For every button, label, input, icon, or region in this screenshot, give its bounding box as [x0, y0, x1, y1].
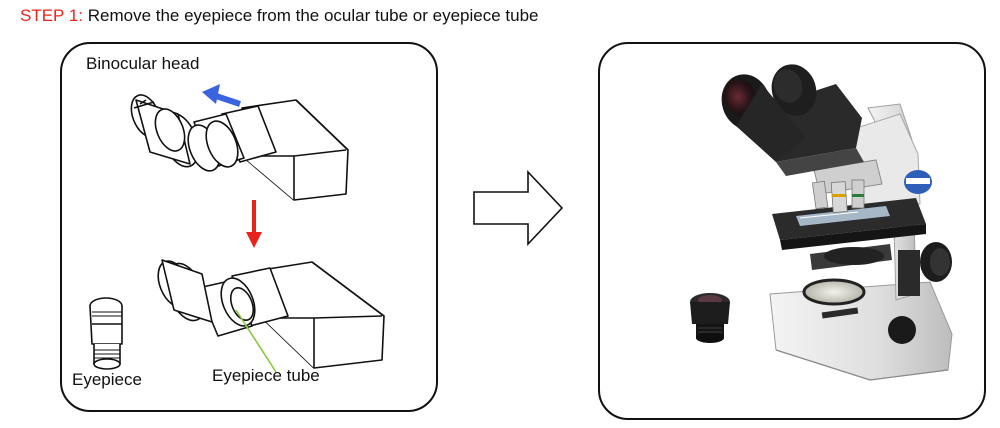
- eyepiece-label: Eyepiece: [72, 370, 142, 389]
- microscope-stage: [772, 198, 926, 270]
- lower-binocular-head: [157, 259, 385, 369]
- binocular-head-label: Binocular head: [86, 54, 200, 73]
- microscope-base: [769, 278, 953, 381]
- photo-removed-eyepiece: [690, 293, 730, 343]
- step-instruction: STEP 1: Remove the eyepiece from the ocu…: [20, 6, 539, 26]
- objectives: [811, 159, 883, 213]
- hollow-right-arrow-icon: [473, 169, 564, 247]
- remove-direction-arrow: [202, 84, 241, 107]
- microscope-photo: [690, 64, 953, 381]
- removed-eyepiece: [89, 297, 123, 370]
- eyepiece-tube-label: Eyepiece tube: [212, 366, 320, 385]
- microscope-head: [721, 64, 864, 176]
- binocular-head-diagram: [89, 84, 385, 373]
- down-arrow: [246, 200, 262, 248]
- step-text: Remove the eyepiece from the ocular tube…: [83, 6, 539, 25]
- eyepiece-tube-leader-line: [235, 309, 277, 373]
- photo-panel: [598, 42, 986, 420]
- diagram-panel: Binocular head Eyepiece Eyepiece tube: [60, 42, 438, 412]
- upper-binocular-head: [130, 94, 349, 201]
- step-number: STEP 1:: [20, 6, 83, 25]
